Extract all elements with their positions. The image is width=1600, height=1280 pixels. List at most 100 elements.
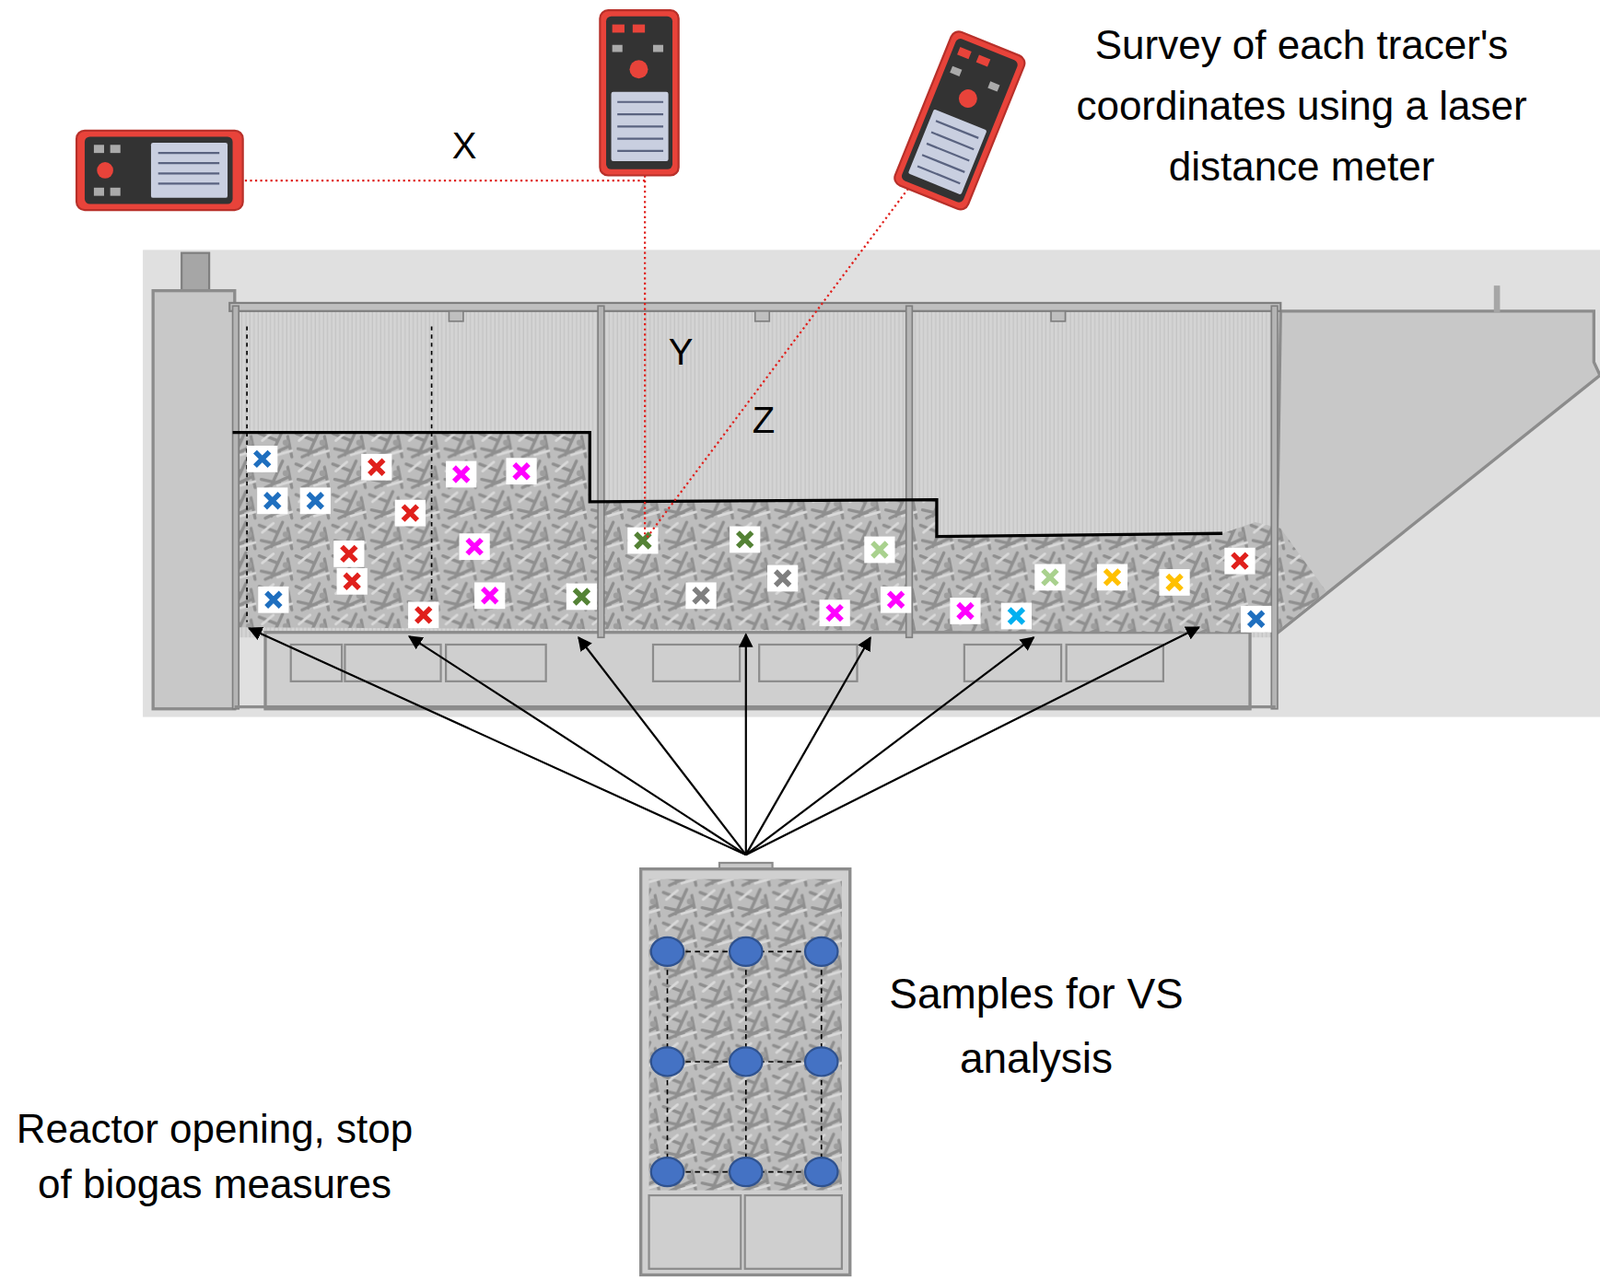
reactor: [448, 311, 1065, 322]
tracer-markers: [395, 500, 426, 527]
tracer-markers: [403, 505, 419, 521]
laser-lines: [646, 188, 909, 538]
tracer-markers: [505, 457, 537, 485]
laser-meter: [611, 92, 669, 162]
laser-meter: [606, 16, 673, 170]
laser-meter: [599, 10, 678, 176]
laser-meter: [653, 45, 664, 53]
tracer-markers: [333, 540, 364, 568]
sample-container: [729, 937, 762, 967]
tracer-markers: [819, 599, 851, 627]
tracer-markers: [344, 574, 360, 590]
tracer-markers: [627, 527, 658, 555]
tracer-markers: [729, 526, 760, 554]
tracer-markers: [685, 582, 716, 609]
axis-label: Z: [745, 397, 783, 443]
tracer-markers: [445, 461, 477, 489]
tracer-markers: [1034, 563, 1065, 591]
tracer-markers: [1042, 570, 1058, 585]
laser-meter: [917, 120, 979, 184]
reactor: [142, 249, 1600, 717]
tracer-markers: [888, 592, 904, 608]
tracer-markers: [265, 493, 281, 509]
tracer-markers: [341, 547, 357, 562]
reactor: [759, 644, 857, 682]
reactor: [755, 311, 771, 322]
laser-meter: [93, 187, 105, 197]
reactor: [1051, 311, 1066, 322]
reactor: [653, 644, 740, 682]
sample-container: [651, 1047, 684, 1076]
reactor: [431, 326, 433, 612]
laser-meter: [630, 59, 649, 79]
sampling-arrows: [578, 637, 747, 855]
sample-container: [641, 863, 851, 1275]
reactor: [233, 432, 1224, 538]
reactor: [1494, 285, 1501, 313]
reactor: [236, 432, 1327, 633]
tracer-markers: [513, 464, 529, 479]
reactor: [233, 305, 240, 709]
tracer-markers: [361, 454, 392, 481]
tracer-markers: [256, 487, 288, 514]
tracer-markers: [1001, 603, 1032, 631]
laser-meter: [892, 29, 1028, 212]
tracer-markers: [767, 565, 798, 593]
reactor: [597, 305, 605, 638]
tracer-markers: [957, 604, 973, 619]
tracer-markers: [627, 527, 658, 555]
tracer-markers: [257, 586, 289, 614]
laser-meter: [617, 102, 664, 152]
tracer-markers: [308, 493, 324, 509]
sample-container: [729, 1047, 762, 1076]
sample-container: [649, 1195, 742, 1270]
laser-meter: [632, 24, 645, 34]
axis-label: Y: [662, 329, 700, 374]
tracer-markers: [767, 565, 798, 593]
tracer-markers: [864, 537, 895, 564]
tracer-markers: [1158, 569, 1190, 596]
laser-meter: [110, 144, 121, 153]
tracer-markers: [255, 452, 270, 468]
laser-lines: [643, 175, 646, 538]
tracer-markers: [1249, 612, 1264, 628]
sample-container: [666, 951, 821, 1172]
reactor: [1275, 311, 1600, 635]
sample-container: [729, 1157, 762, 1187]
tracer-markers: [246, 445, 278, 473]
reactor: [245, 326, 248, 622]
tracer-markers: [1167, 575, 1182, 591]
tracer-markers: [246, 445, 1272, 633]
tracer-markers: [300, 487, 331, 514]
reactor: [1066, 644, 1164, 682]
reactor: [233, 305, 1278, 709]
tracer-markers: [949, 597, 981, 625]
laser-meter: [110, 187, 121, 197]
laser-meter: [956, 86, 981, 111]
sampling-arrows: [248, 627, 1199, 855]
sample-container: [666, 951, 821, 1172]
tracer-markers: [459, 533, 491, 561]
sampling-arrows: [745, 634, 748, 855]
laser-meter: [957, 46, 972, 59]
tracer-markers: [566, 583, 597, 611]
tracer-markers: [445, 461, 477, 489]
tracer-markers: [1240, 606, 1272, 633]
tracer-markers: [1224, 548, 1255, 575]
sample-container: [649, 879, 842, 1192]
laser-meter: [76, 130, 244, 211]
tracer-markers: [408, 601, 439, 629]
tracer-markers: [257, 586, 289, 614]
laser-meter: [987, 81, 1000, 92]
laser-meter: [976, 54, 992, 67]
sample-container: [651, 1157, 684, 1187]
tracer-markers: [1009, 608, 1025, 624]
tracer-markers: [880, 586, 911, 614]
tracer-markers: [1158, 569, 1190, 596]
tracer-markers: [1105, 570, 1121, 585]
tracer-markers: [775, 571, 791, 586]
tracer-markers: [333, 540, 364, 568]
reactor: [229, 303, 1281, 312]
reactor: [234, 705, 1276, 709]
